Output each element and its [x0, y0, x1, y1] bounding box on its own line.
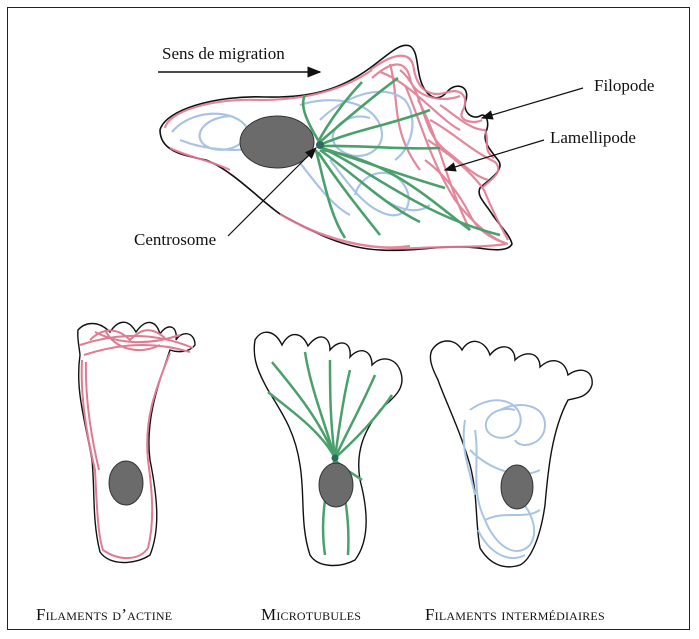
caption-actin: Filaments d’actine	[36, 605, 172, 625]
caption-microtubules: Microtubules	[261, 605, 361, 625]
migration-label: Sens de migration	[162, 44, 285, 64]
centrosome	[332, 455, 339, 462]
filopode-pointer	[482, 88, 583, 118]
cell-membrane	[78, 322, 195, 562]
actin-cell	[78, 322, 195, 562]
nucleus	[501, 465, 533, 509]
microtubule-cell	[254, 332, 402, 565]
nucleus	[319, 463, 353, 507]
nucleus	[109, 461, 143, 505]
migrating-cell	[160, 45, 512, 250]
filopode-label: Filopode	[594, 76, 654, 96]
lamellipode-label: Lamellipode	[550, 128, 636, 148]
cell-membrane	[430, 341, 592, 567]
intermediate-filament-cell	[430, 341, 592, 567]
caption-intermediate-filaments: Filaments intermédiaires	[425, 605, 605, 625]
nucleus	[240, 116, 314, 168]
centrosome	[316, 141, 324, 149]
centrosome-label: Centrosome	[134, 230, 216, 250]
